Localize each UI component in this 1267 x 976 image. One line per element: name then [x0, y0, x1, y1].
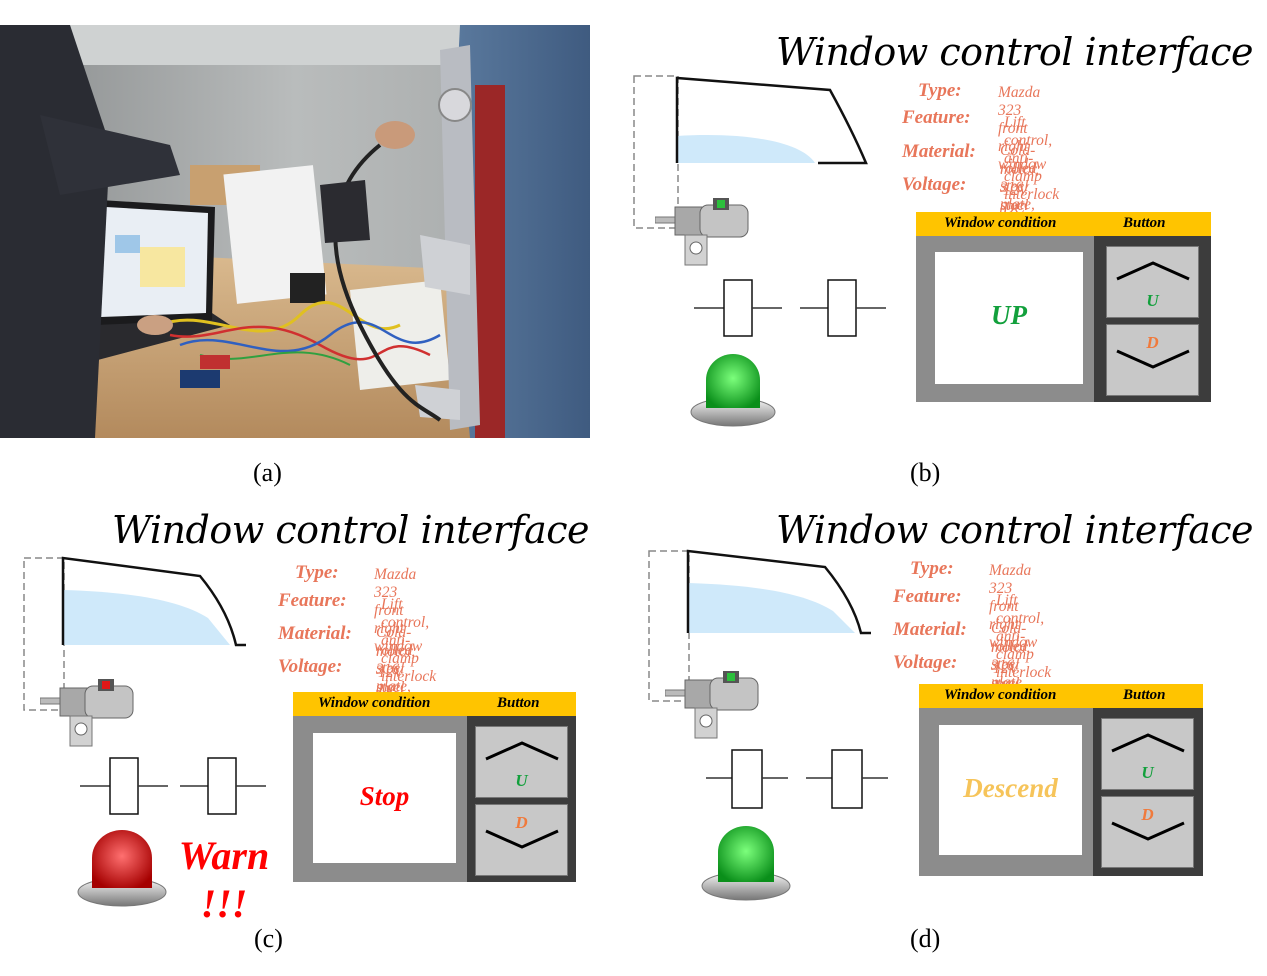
condition-display: UP	[935, 252, 1083, 384]
condition-display: Stop	[313, 733, 456, 863]
voltage-label: Voltage:	[278, 656, 343, 677]
motor-indicator	[102, 681, 110, 689]
type-value: Mazda 323 front right window	[989, 562, 1038, 651]
chevron-down-icon	[1116, 349, 1190, 369]
photo-illustration	[0, 25, 590, 438]
relay-coil-1	[731, 749, 763, 809]
motor-icon	[40, 679, 134, 747]
window-state-text: Stop	[359, 781, 410, 811]
window-glass	[677, 135, 815, 163]
window-glass	[688, 583, 855, 633]
window-diagram	[633, 75, 868, 229]
indicator-lamp-green	[701, 826, 791, 901]
relay-coil-1	[109, 757, 139, 815]
button-header: Button	[497, 695, 540, 711]
hmi-panel: Window condition Button Stop U D	[293, 692, 576, 882]
type-value: Mazda 323 front right window	[374, 566, 423, 655]
window-condition-header: Window condition	[318, 695, 431, 711]
motor-icon	[665, 671, 759, 739]
type-label: Type:	[295, 562, 339, 583]
caption-b: (b)	[910, 458, 941, 487]
voltage-label: Voltage:	[893, 652, 958, 673]
hmi-header: Window condition Button	[916, 212, 1211, 236]
feature-label: Feature:	[893, 586, 962, 607]
condition-display: Descend	[939, 725, 1082, 855]
button-area: U D	[1094, 236, 1211, 402]
relay-symbols	[694, 279, 886, 337]
lab-setup-photo	[0, 25, 590, 438]
window-diagram	[23, 556, 246, 711]
panel-title: Window control interface	[112, 508, 590, 552]
condition-area: Descend	[919, 708, 1093, 876]
window-frame	[686, 549, 871, 635]
down-button-label: D	[1141, 805, 1154, 824]
caption-d: (d)	[910, 924, 941, 953]
chevron-up-icon	[485, 741, 559, 761]
condition-area: UP	[916, 236, 1094, 402]
motor-indicator	[717, 200, 725, 208]
window-glass	[63, 590, 230, 645]
window-state-text: UP	[991, 300, 1027, 330]
chevron-down-icon	[485, 829, 559, 849]
up-button[interactable]: U	[1101, 718, 1194, 790]
up-button-label: U	[1141, 763, 1154, 782]
panel-title: Window control interface	[776, 508, 1254, 552]
down-button[interactable]: D	[1106, 324, 1199, 396]
down-button-label: D	[1146, 333, 1159, 352]
up-button[interactable]: U	[1106, 246, 1199, 318]
chevron-up-icon	[1111, 733, 1185, 753]
window-condition-header: Window condition	[944, 215, 1057, 231]
relay-coil-2	[207, 757, 237, 815]
caption-c: (c)	[254, 924, 283, 953]
up-button-label: U	[515, 771, 528, 790]
condition-area: Stop	[293, 716, 467, 882]
motor-indicator	[727, 673, 735, 681]
voltage-label: Voltage:	[902, 174, 967, 195]
caption-a: (a)	[253, 458, 282, 487]
material-label: Material:	[893, 619, 967, 640]
hmi-panel: Window condition Button Descend U D	[919, 684, 1203, 876]
door-frame-outline	[633, 75, 679, 229]
button-area: U D	[1093, 708, 1203, 876]
material-label: Material:	[278, 623, 352, 644]
chevron-up-icon	[1116, 261, 1190, 281]
indicator-lamp-green	[690, 354, 776, 427]
indicator-lamp-red	[77, 830, 167, 907]
warning-exclamation: !!!	[200, 881, 248, 926]
window-condition-header: Window condition	[944, 687, 1057, 703]
relay-coil-2	[831, 749, 863, 809]
feature-label: Feature:	[902, 107, 971, 128]
motor-icon	[655, 198, 749, 266]
down-button[interactable]: D	[1101, 796, 1194, 868]
material-label: Material:	[902, 141, 976, 162]
relay-coil-1	[723, 279, 753, 337]
chevron-down-icon	[1111, 821, 1185, 841]
warning-text: Warn	[178, 833, 270, 878]
window-frame	[675, 76, 868, 165]
up-button-label: U	[1146, 291, 1159, 310]
feature-value: Lift control, anti-clamp interlock	[996, 592, 1052, 681]
type-label: Type:	[918, 80, 962, 101]
hmi-panel: Window condition Button UP U D	[916, 212, 1211, 402]
button-header: Button	[1123, 687, 1166, 703]
feature-value: Lift control, anti-clamp interlock	[381, 596, 437, 685]
down-button[interactable]: D	[475, 804, 568, 876]
window-diagram	[648, 549, 871, 702]
window-frame	[61, 556, 246, 647]
relay-coil-2	[827, 279, 857, 337]
relay-symbols	[80, 757, 266, 815]
button-header: Button	[1123, 215, 1166, 231]
window-state-text: Descend	[963, 773, 1058, 803]
button-area: U D	[467, 716, 576, 882]
panel-title: Window control interface	[776, 30, 1254, 74]
feature-label: Feature:	[278, 590, 347, 611]
down-button-label: D	[515, 813, 528, 832]
up-button[interactable]: U	[475, 726, 568, 798]
type-value: Mazda 323 front right window	[998, 84, 1047, 173]
hmi-header: Window condition Button	[293, 692, 576, 716]
hmi-header: Window condition Button	[919, 684, 1203, 708]
type-label: Type:	[910, 558, 954, 579]
feature-value: Lift control, anti-clamp interlock	[1004, 114, 1060, 203]
relay-symbols	[706, 749, 888, 809]
